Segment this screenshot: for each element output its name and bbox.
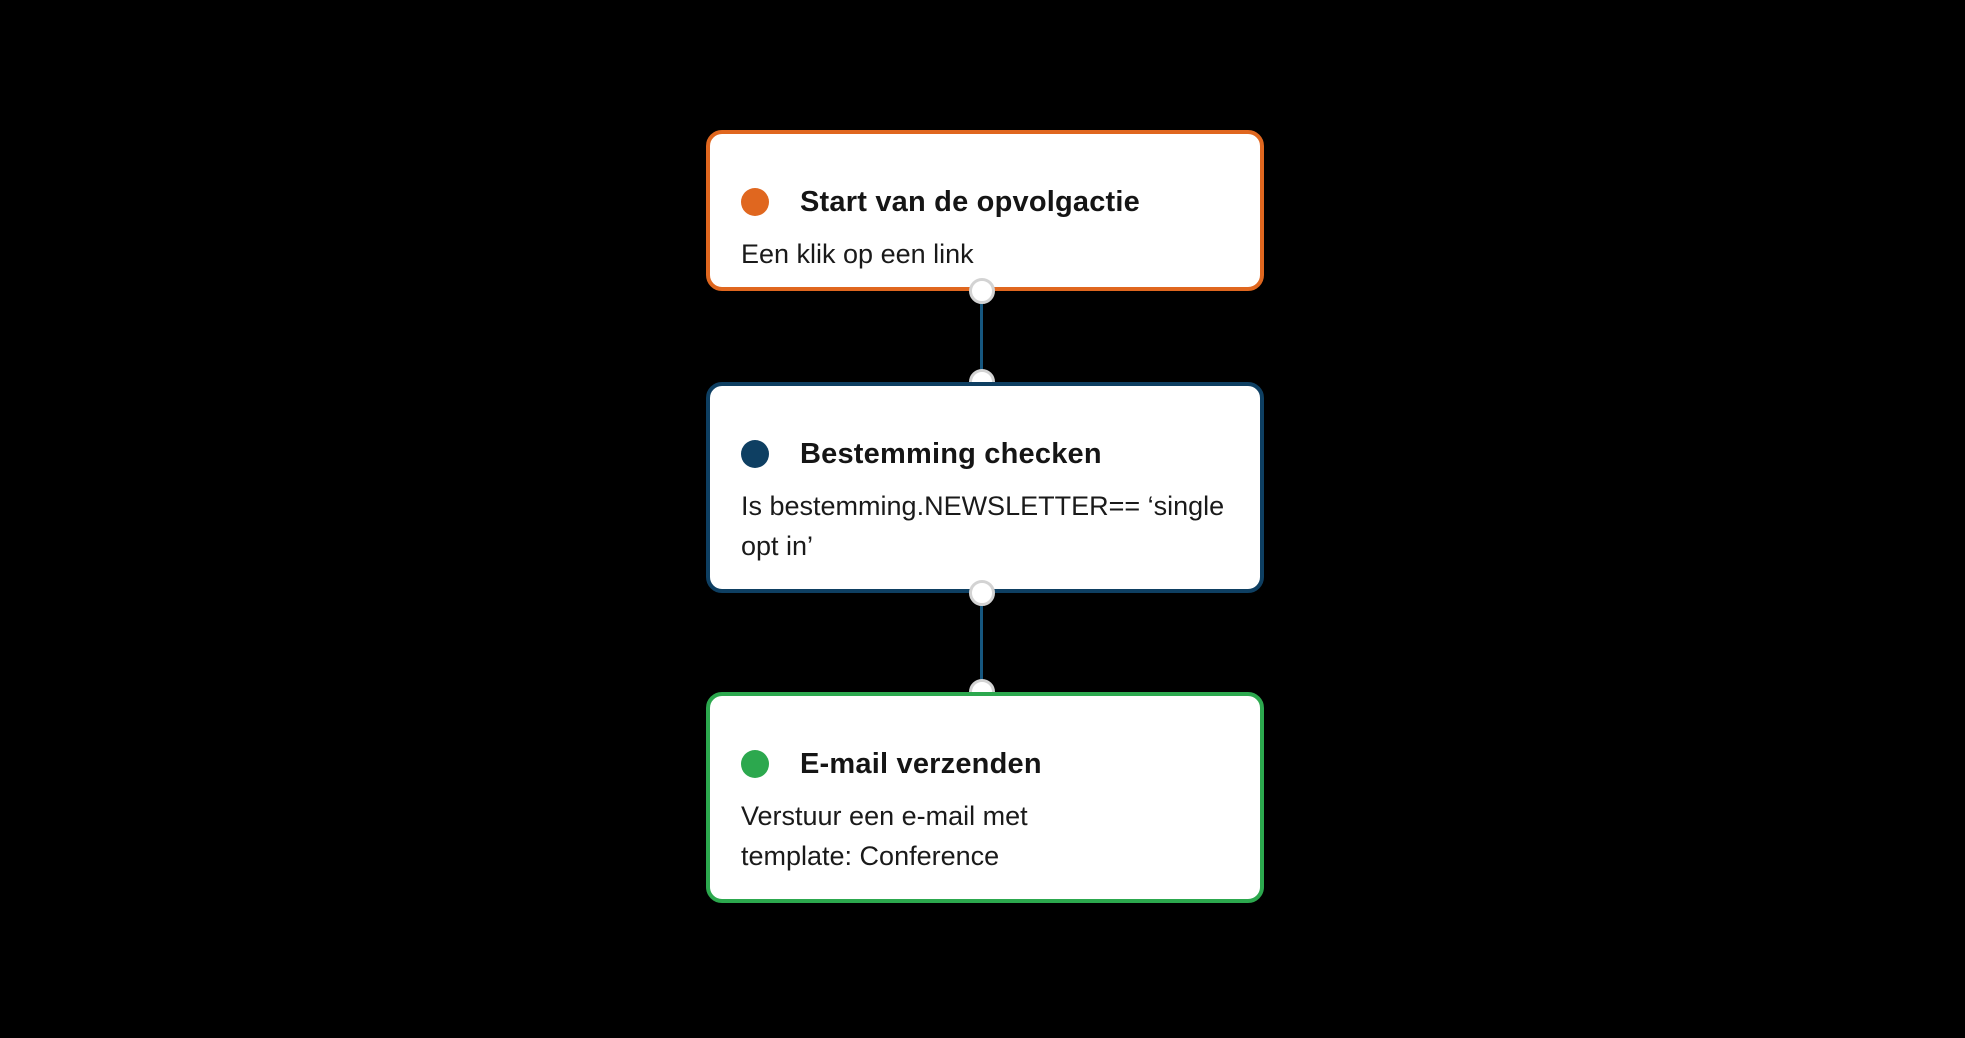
node-description-line: Verstuur een e-mail met	[741, 801, 1028, 831]
node-title: Bestemming checken	[800, 437, 1102, 470]
node-title: E-mail verzenden	[800, 747, 1042, 780]
node-description-line: opt in’	[741, 531, 814, 561]
connector-line-condition-to-email	[980, 593, 983, 692]
trigger-status-dot-icon	[741, 188, 769, 216]
connector-port-start-bottom[interactable]	[969, 278, 995, 304]
node-title: Start van de opvolgactie	[800, 185, 1140, 218]
node-description-line: Is bestemming.NEWSLETTER== ‘single	[741, 491, 1225, 521]
connector-port-condition-bottom[interactable]	[969, 580, 995, 606]
node-description-line: template: Conference	[741, 841, 1000, 871]
node-description: Een klik op een link	[741, 234, 1226, 274]
flow-node-start-trigger[interactable]: Start van de opvolgactie Een klik op een…	[706, 130, 1264, 291]
node-header: E-mail verzenden	[741, 746, 1226, 782]
node-header: Bestemming checken	[741, 436, 1226, 472]
node-header: Start van de opvolgactie	[741, 184, 1226, 220]
connector-line-start-to-condition	[980, 291, 983, 382]
condition-status-dot-icon	[741, 440, 769, 468]
action-status-dot-icon	[741, 750, 769, 778]
node-description: Is bestemming.NEWSLETTER== ‘single opt i…	[741, 486, 1226, 566]
node-description-line: Een klik op een link	[741, 239, 974, 269]
flow-node-send-email[interactable]: E-mail verzenden Verstuur een e-mail met…	[706, 692, 1264, 903]
flow-node-condition-check[interactable]: Bestemming checken Is bestemming.NEWSLET…	[706, 382, 1264, 593]
node-description: Verstuur een e-mail met template: Confer…	[741, 796, 1226, 876]
